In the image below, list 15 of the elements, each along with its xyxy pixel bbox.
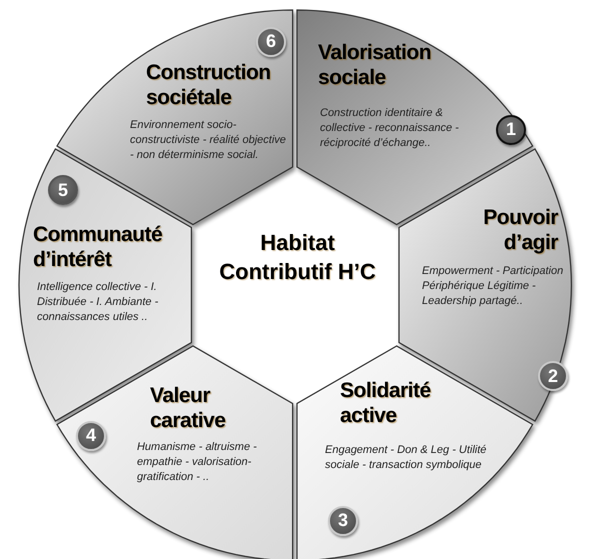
center-title: Habitat Contributif H’C [215, 228, 380, 286]
sector-shape [57, 346, 293, 559]
sector-description: Construction identitaire & collective - reconnaissance - réciprocité d’échange.. [320, 106, 460, 151]
sector-title: Solidarité active [340, 378, 432, 428]
sector-title: Valorisation sociale [318, 40, 432, 90]
sector-title: Communauté d’intérêt [33, 222, 164, 272]
sector-description: Intelligence collective - I. Distribuée - I. Ambiante - connaissances utiles .. [37, 280, 160, 325]
sector-title: Construction sociétale [146, 60, 272, 110]
sector-description: Engagement - Don & Leg - Utilité sociale - transaction symbolique [325, 442, 488, 473]
sector-description: Environnement socio-constructiviste - réalité objective - non déterminisme social. [130, 118, 287, 163]
sector-title: Valeur carative [150, 382, 226, 433]
sector-title: Pouvoir d’agir [482, 205, 558, 255]
sector-description: Humanisme - altruisme - empathie - valorisation- gratification - .. [136, 440, 258, 485]
sector-description: Empowerment - Participation Périphérique Légitime - Leadership partagé.. [422, 264, 564, 309]
sector-shape [297, 346, 533, 559]
